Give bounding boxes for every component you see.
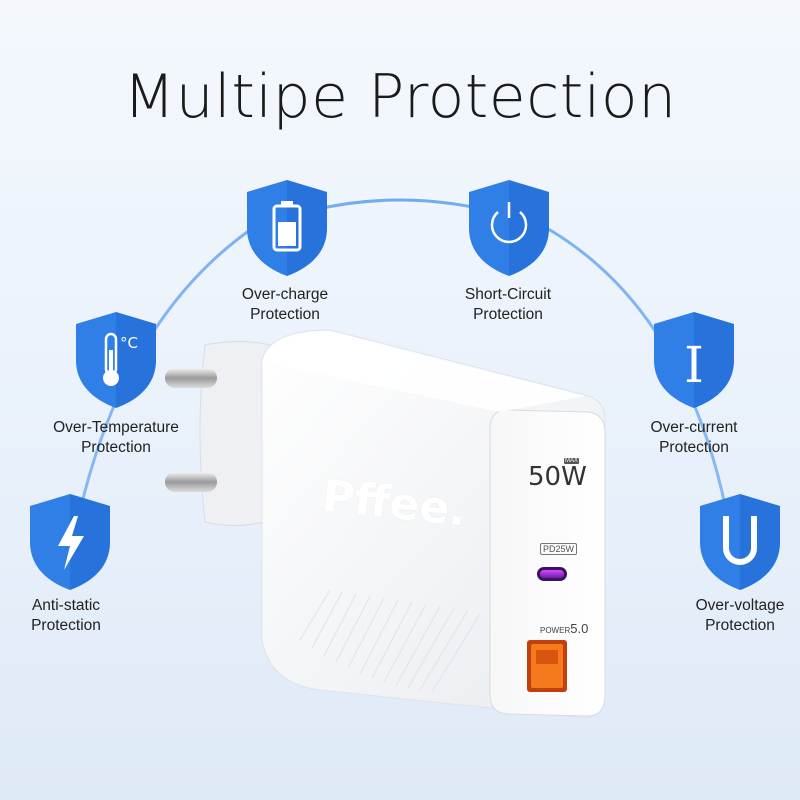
current-icon: I [654,312,734,408]
pd-label: PD25W [540,543,578,555]
u-icon [700,494,780,590]
lightning-icon [30,494,110,590]
svg-text:°C: °C [120,334,138,352]
wattage-label: 50W [528,462,587,492]
battery-icon [247,180,327,276]
wattage-badge: MAX [564,458,580,464]
thermometer-icon: °C [76,312,156,408]
svg-text:I: I [684,336,704,394]
power-icon [469,180,549,276]
qc-label: POWER5.0 [540,621,589,636]
page-title: Multipe Protection [123,62,677,132]
